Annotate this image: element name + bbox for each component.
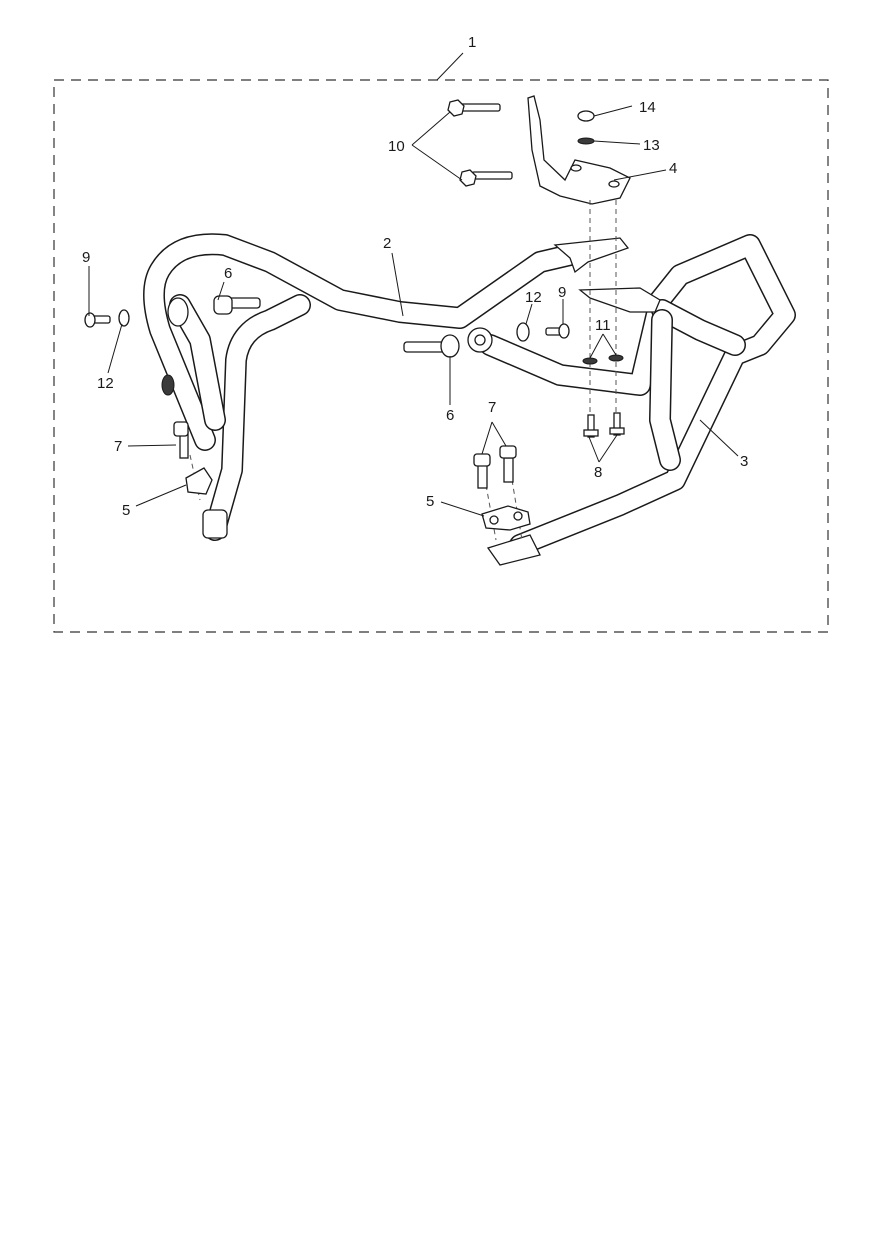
callout-14: 14 (639, 99, 656, 116)
crash-bar-right (467, 234, 796, 566)
nut-11-right (608, 354, 624, 362)
bolt-10-upper (447, 99, 501, 117)
callout-4: 4 (669, 160, 677, 177)
callout-7-left: 7 (114, 438, 122, 455)
bolt-7-left (173, 421, 189, 459)
callout-7-right: 7 (488, 399, 496, 416)
callout-11: 11 (595, 317, 611, 334)
callout-12-left: 12 (97, 375, 114, 392)
callout-6-right: 6 (446, 407, 454, 424)
washer-12-right (516, 322, 530, 342)
clamp-5-left (185, 467, 213, 495)
callout-9-left: 9 (82, 249, 90, 266)
callout-3: 3 (740, 453, 748, 470)
washer-12-left (118, 309, 130, 327)
callout-12-right: 12 (525, 289, 542, 306)
bolt-8-left (583, 414, 599, 438)
callout-labels: 1 10 14 13 4 2 9 6 12 9 11 12 6 7 7 3 8 … (82, 34, 748, 519)
bolt-7-right-b (499, 445, 517, 483)
callout-10: 10 (388, 138, 405, 155)
spacer-6-right (403, 334, 460, 358)
callout-8: 8 (594, 464, 602, 481)
grommet-14 (577, 110, 595, 122)
clamp-5-right (481, 505, 531, 531)
leader-lines (88, 52, 739, 517)
callout-6-left: 6 (224, 265, 232, 282)
callout-1: 1 (468, 34, 476, 51)
bolt-9-right (545, 323, 570, 339)
callout-5-right: 5 (426, 493, 434, 510)
callout-2: 2 (383, 235, 391, 252)
washer-13 (577, 137, 595, 145)
crash-bar-left (143, 233, 581, 541)
spacer-6-left (213, 295, 261, 315)
callout-13: 13 (643, 137, 660, 154)
bracket-4 (527, 95, 631, 205)
nut-11-left (582, 357, 598, 365)
bolt-10-lower (459, 169, 513, 187)
bolt-9-left (84, 312, 111, 328)
bolt-7-right-a (473, 453, 491, 489)
bolt-8-right (609, 412, 625, 436)
callout-5-left: 5 (122, 502, 130, 519)
callout-9-right: 9 (558, 284, 566, 301)
